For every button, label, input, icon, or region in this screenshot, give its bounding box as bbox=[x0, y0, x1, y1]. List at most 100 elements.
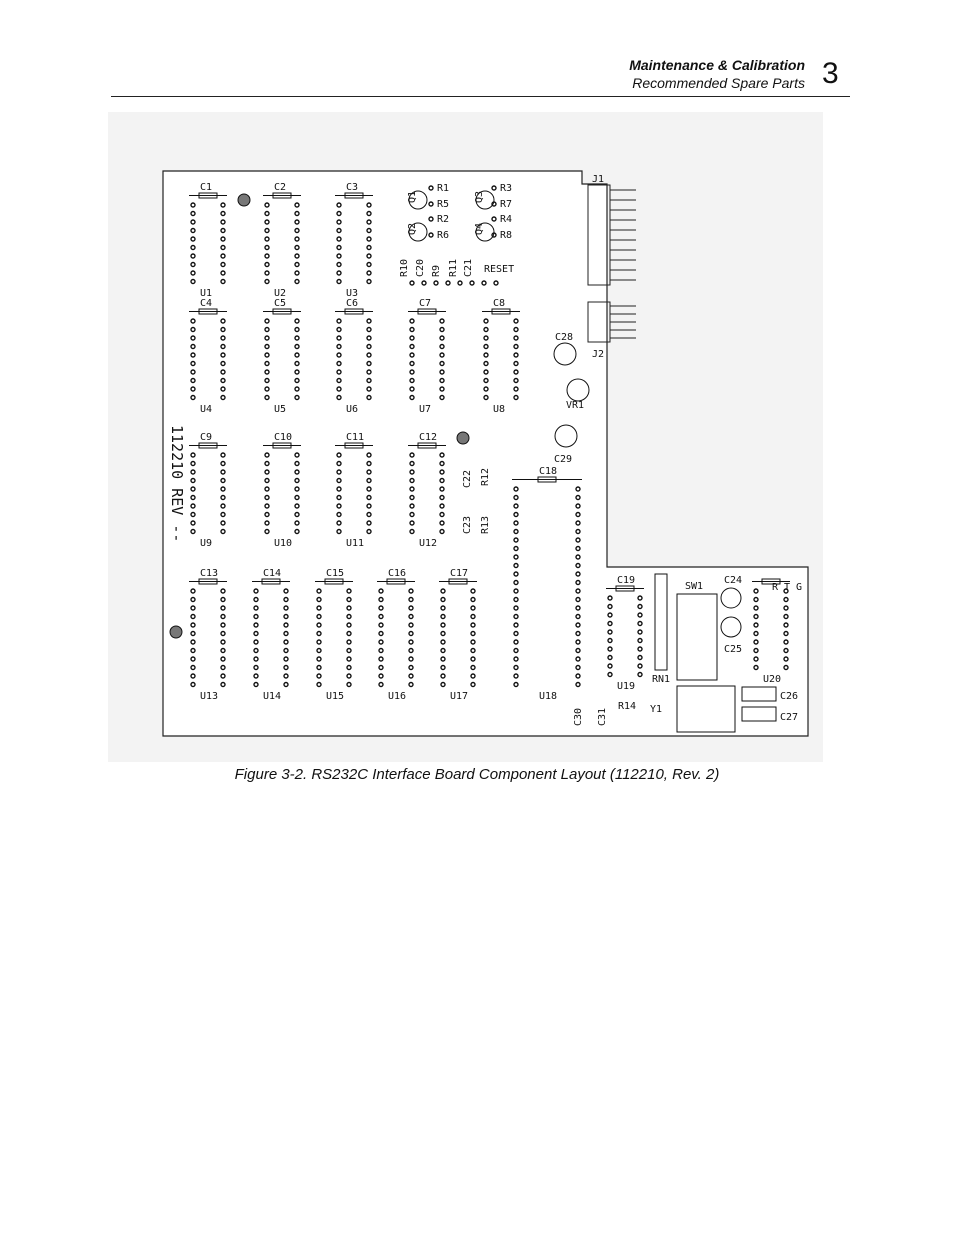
label-U4: U4 bbox=[200, 404, 212, 415]
label-U15: U15 bbox=[326, 691, 344, 702]
ic-pin bbox=[408, 647, 414, 654]
ic-pin bbox=[440, 656, 446, 662]
ic-pin bbox=[513, 656, 519, 662]
ic-pin bbox=[264, 352, 270, 358]
ic-pin bbox=[336, 477, 342, 484]
ic-pin bbox=[408, 588, 414, 594]
ic-pin bbox=[440, 664, 446, 671]
ic-pin bbox=[637, 620, 643, 627]
resistor-pad bbox=[491, 201, 497, 207]
ic-pin bbox=[294, 270, 300, 276]
board-id-text: 112210 REV -- bbox=[168, 425, 186, 542]
ic-pin bbox=[378, 656, 384, 662]
ic-pin bbox=[190, 270, 196, 276]
ic-pin bbox=[513, 588, 519, 594]
ic-pin bbox=[264, 360, 270, 367]
label-C26: C26 bbox=[780, 691, 798, 702]
ic-pin bbox=[316, 656, 322, 662]
ic-pin bbox=[439, 503, 445, 509]
ic-pin bbox=[253, 664, 259, 671]
ic-pin bbox=[336, 278, 342, 285]
ic-pin bbox=[190, 352, 196, 358]
ic-pin bbox=[253, 681, 259, 688]
transistor-q2 bbox=[408, 222, 428, 242]
ic-pin bbox=[264, 253, 270, 259]
ic-pin bbox=[366, 335, 372, 341]
ic-pin bbox=[294, 360, 300, 367]
ic-pin bbox=[637, 595, 643, 601]
ic-pin bbox=[336, 227, 342, 234]
ic-pin bbox=[220, 528, 226, 535]
ic-pin bbox=[408, 681, 414, 688]
ic-pin bbox=[378, 647, 384, 654]
ic-pin bbox=[253, 647, 259, 654]
label-U14: U14 bbox=[263, 691, 281, 702]
ic-pin bbox=[190, 469, 196, 475]
ic-pin bbox=[294, 318, 300, 324]
label-C24: C24 bbox=[724, 575, 742, 586]
connector-j1 bbox=[587, 184, 611, 286]
ic-pin bbox=[264, 394, 270, 401]
ic-pin bbox=[440, 673, 446, 679]
ic-pin bbox=[316, 664, 322, 671]
ic-pin bbox=[470, 681, 476, 688]
label-U8: U8 bbox=[493, 404, 505, 415]
ic-pin bbox=[294, 278, 300, 285]
ic-pin bbox=[378, 673, 384, 679]
ic-pin bbox=[336, 335, 342, 341]
ic-pin bbox=[264, 503, 270, 509]
ic-pin bbox=[753, 622, 759, 628]
ic-pin bbox=[190, 486, 196, 492]
ic-pin bbox=[220, 227, 226, 234]
ic-pin bbox=[409, 360, 415, 367]
ic-pin bbox=[470, 613, 476, 620]
ic-pin bbox=[483, 369, 489, 375]
label-U10: U10 bbox=[274, 538, 292, 549]
ic-pin bbox=[294, 377, 300, 384]
ic-pin bbox=[439, 511, 445, 518]
label-U19: U19 bbox=[617, 681, 635, 692]
ic-pin bbox=[366, 528, 372, 535]
ic-pin bbox=[253, 613, 259, 620]
ic-pin bbox=[470, 647, 476, 654]
ic-pin bbox=[483, 394, 489, 401]
ic-pin bbox=[264, 377, 270, 384]
ic-pin bbox=[283, 673, 289, 679]
label-RN1: RN1 bbox=[652, 674, 670, 685]
label-Y1: Y1 bbox=[650, 704, 662, 715]
ic-pin bbox=[439, 460, 445, 467]
ic-pin bbox=[409, 318, 415, 324]
ic-pin bbox=[294, 460, 300, 467]
label-C10: C10 bbox=[274, 432, 292, 443]
ic-pin bbox=[439, 452, 445, 458]
ic-pin bbox=[483, 377, 489, 384]
ic-pin bbox=[264, 343, 270, 350]
ic-pin bbox=[409, 460, 415, 467]
capacitor-c24 bbox=[720, 587, 742, 609]
ic-pin bbox=[253, 588, 259, 594]
ic-pin bbox=[513, 369, 519, 375]
ic-pin bbox=[336, 202, 342, 208]
ic-pin bbox=[753, 639, 759, 645]
ic-pin bbox=[283, 656, 289, 662]
ic-pin bbox=[575, 511, 581, 518]
ic-pin bbox=[294, 210, 300, 217]
subsection-title: Recommended Spare Parts bbox=[632, 75, 805, 91]
label-SW1: SW1 bbox=[685, 581, 703, 592]
ic-pin bbox=[294, 494, 300, 501]
ic-pin bbox=[513, 639, 519, 645]
ic-pin bbox=[366, 460, 372, 467]
label-R13: R13 bbox=[480, 516, 491, 534]
ic-pin bbox=[378, 630, 384, 637]
ic-pin bbox=[264, 486, 270, 492]
ic-pin bbox=[575, 562, 581, 569]
ic-pin bbox=[220, 503, 226, 509]
label-C3: C3 bbox=[346, 182, 358, 193]
ic-pin bbox=[336, 261, 342, 268]
ic-pin bbox=[294, 202, 300, 208]
ic-pin bbox=[575, 579, 581, 586]
ic-pin bbox=[190, 477, 196, 484]
ic-pin bbox=[513, 605, 519, 611]
ic-pin bbox=[483, 343, 489, 350]
ic-pin bbox=[440, 639, 446, 645]
